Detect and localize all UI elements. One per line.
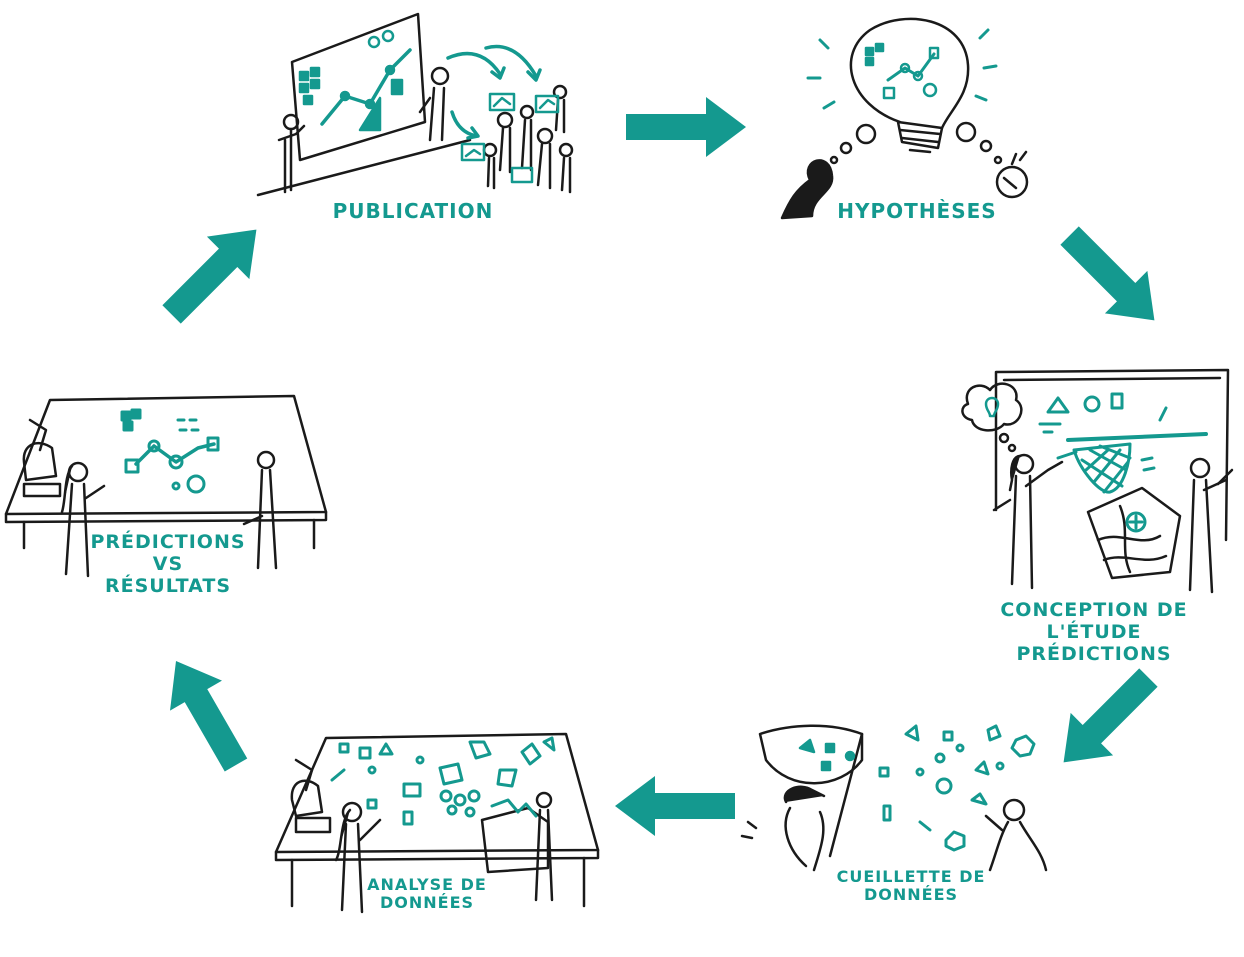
label-line: RÉSULTATS bbox=[104, 574, 232, 597]
publication-icon bbox=[256, 12, 574, 197]
label-publication: PUBLICATION bbox=[318, 200, 508, 223]
arrow-predictions-to-publication bbox=[150, 208, 278, 336]
label-conception: CONCEPTION DE L'ÉTUDE PRÉDICTIONS bbox=[950, 599, 1238, 666]
label-line: PRÉDICTIONS bbox=[1016, 642, 1172, 665]
label-predictions: PRÉDICTIONS VS RÉSULTATS bbox=[80, 531, 256, 598]
label-line: DONNÉES bbox=[379, 893, 475, 913]
label-line: HYPOTHÈSES bbox=[837, 199, 997, 223]
cueillette-icon bbox=[740, 724, 1048, 872]
label-hypotheses: HYPOTHÈSES bbox=[822, 200, 1012, 223]
arrow-cueillette-to-analyse bbox=[615, 776, 735, 836]
arrow-publication-to-hypotheses bbox=[626, 97, 746, 157]
label-line: PRÉDICTIONS bbox=[90, 531, 246, 553]
label-line: CONCEPTION DE L'ÉTUDE bbox=[1000, 599, 1188, 643]
conception-icon bbox=[961, 368, 1234, 594]
label-cueillette: CUEILLETTE DE DONNÉES bbox=[826, 867, 996, 905]
label-line: VS bbox=[152, 552, 184, 575]
predictions-icon bbox=[4, 394, 328, 578]
label-line: CUEILLETTE DE bbox=[836, 867, 986, 886]
arrow-conception-to-cueillette bbox=[1042, 656, 1170, 784]
label-analyse: ANALYSE DE DONNÉES bbox=[352, 875, 502, 913]
hypotheses-icon bbox=[780, 17, 1029, 220]
label-line: DONNÉES bbox=[863, 885, 959, 905]
arrow-hypotheses-to-conception bbox=[1048, 214, 1176, 342]
arrow-analyse-to-predictions bbox=[150, 646, 262, 780]
label-line: PUBLICATION bbox=[332, 199, 494, 223]
analyse-icon bbox=[274, 732, 600, 914]
label-line: ANALYSE DE bbox=[367, 875, 487, 894]
